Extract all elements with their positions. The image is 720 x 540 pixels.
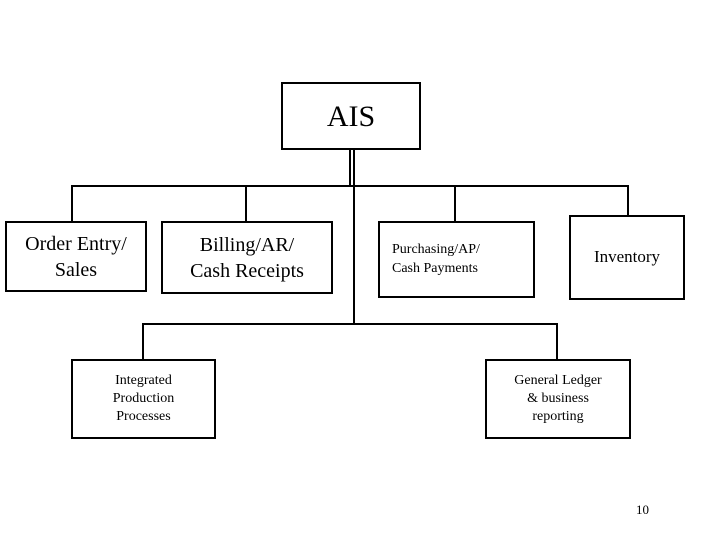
ais-root-box: AIS [281,82,421,150]
general-ledger-label-line1: General Ledger [514,372,602,388]
ais-root-label: AIS [326,99,376,133]
billing-label-line2: Cash Receipts [190,259,304,282]
general-ledger-box: General Ledger & business reporting [485,359,631,439]
order-entry-label-line2: Sales [54,258,98,281]
purchasing-box: Purchasing/AP/ Cash Payments [378,221,535,298]
general-ledger-label-line3: reporting [532,409,584,425]
billing-box: Billing/AR/ Cash Receipts [161,221,333,294]
inventory-label: Inventory [593,247,661,267]
inventory-box: Inventory [569,215,685,300]
production-label-line2: Production [112,390,175,406]
production-label-line1: Integrated [115,372,172,388]
purchasing-label-line1: Purchasing/AP/ [392,242,480,258]
production-label-line3: Processes [116,409,171,425]
slide-number: 10 [636,502,649,517]
purchasing-label-line2: Cash Payments [392,260,478,276]
billing-label-line1: Billing/AR/ [199,233,295,256]
order-entry-box: Order Entry/ Sales [5,221,147,292]
production-box: Integrated Production Processes [71,359,216,439]
order-entry-label-line1: Order Entry/ [25,232,127,255]
general-ledger-label-line2: & business [527,390,589,406]
